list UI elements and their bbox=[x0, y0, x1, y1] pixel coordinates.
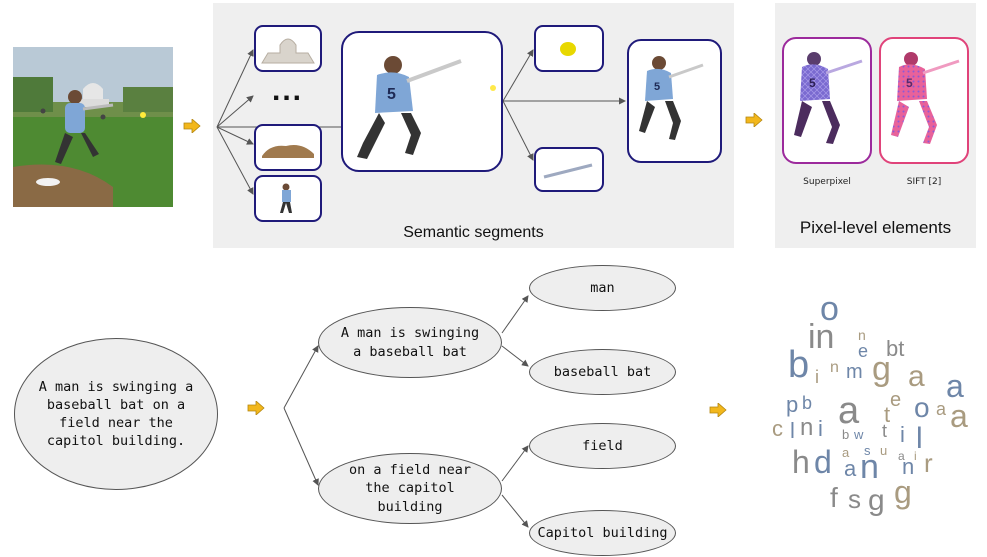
wc-letter: a bbox=[898, 449, 905, 463]
wc-letter: w bbox=[854, 427, 864, 442]
wc-letter: l bbox=[790, 418, 795, 443]
wc-letter: i bbox=[900, 422, 905, 447]
svg-text:5: 5 bbox=[809, 76, 816, 90]
wc-letter: n bbox=[800, 414, 814, 441]
yellow-arrow-icon bbox=[709, 403, 727, 417]
wc-letter: b bbox=[842, 427, 850, 442]
word-man-text: man bbox=[590, 280, 615, 296]
input-photo bbox=[13, 47, 173, 207]
wc-letter: h bbox=[792, 444, 810, 480]
wc-letter: u bbox=[880, 443, 888, 458]
superpixel-label: Superpixel bbox=[803, 177, 851, 187]
wc-letter: a bbox=[936, 399, 947, 419]
segment-batter-result: 5 bbox=[627, 39, 722, 163]
superpixel-box: 5 bbox=[782, 37, 872, 164]
wc-letter: i bbox=[815, 367, 819, 387]
pixel-level-caption: Pixel-level elements bbox=[799, 218, 952, 237]
segment-player bbox=[254, 175, 322, 222]
wc-letter: a bbox=[844, 456, 857, 481]
phrase-1-text: A man is swinging a baseball bat bbox=[340, 325, 480, 360]
sift-box: 5 bbox=[879, 37, 969, 164]
wc-letter: f bbox=[830, 482, 838, 513]
word-ellipse-field: field bbox=[529, 423, 676, 469]
word-capitol-text: Capitol building bbox=[537, 525, 668, 541]
segment-ball bbox=[534, 25, 604, 72]
svg-text:5: 5 bbox=[654, 81, 660, 93]
semantic-segments-caption: Semantic segments bbox=[403, 224, 544, 241]
word-bat-text: baseball bat bbox=[553, 364, 652, 380]
segment-bat bbox=[534, 147, 604, 192]
wc-letter: e bbox=[890, 389, 902, 411]
word-ellipse-man: man bbox=[529, 265, 676, 311]
wc-letter: i bbox=[914, 449, 917, 463]
phrase-2-text: on a field near the capitol building bbox=[349, 462, 471, 515]
sift-label: SIFT [2] bbox=[906, 177, 942, 187]
word-ellipse-baseball-bat: baseball bat bbox=[529, 349, 676, 395]
wc-letter: t bbox=[882, 421, 888, 441]
svg-text:5: 5 bbox=[387, 86, 396, 103]
wc-letter: s bbox=[848, 484, 861, 514]
yellow-arrow-icon bbox=[183, 119, 201, 133]
wc-letter: t bbox=[884, 402, 891, 427]
wc-letter: p bbox=[786, 392, 799, 417]
wc-letter: s bbox=[864, 443, 871, 458]
letter-word-cloud: o in n e bt b i g n m a a p b e a t o a … bbox=[760, 290, 980, 525]
segment-dirt bbox=[254, 124, 322, 171]
wc-letter: a bbox=[842, 445, 850, 460]
svg-text:5: 5 bbox=[906, 76, 913, 90]
wc-letter: c bbox=[772, 416, 783, 441]
word-ellipse-capitol: Capitol building bbox=[529, 510, 676, 556]
wc-letter: b bbox=[788, 344, 810, 386]
wc-letter: m bbox=[846, 361, 863, 383]
wc-letter: d bbox=[814, 444, 832, 480]
word-field-text: field bbox=[582, 438, 623, 454]
segment-batter-large: 5 bbox=[341, 31, 503, 172]
phrase-ellipse-1: A man is swinging a baseball bat bbox=[318, 307, 502, 378]
wc-letter: g bbox=[894, 474, 912, 510]
ellipsis: ... bbox=[272, 74, 304, 107]
wc-letter: a bbox=[838, 390, 860, 432]
wc-letter: g bbox=[872, 350, 891, 388]
wc-letter: l bbox=[916, 422, 923, 455]
yellow-arrow-icon bbox=[745, 113, 763, 127]
sentence-ellipse: A man is swinging a baseball bat on a fi… bbox=[14, 338, 218, 490]
wc-letter: a bbox=[908, 360, 925, 393]
wc-letter: o bbox=[820, 290, 839, 328]
wc-letter: e bbox=[858, 341, 869, 361]
wc-letter: n bbox=[860, 448, 879, 486]
wc-letter: b bbox=[802, 393, 813, 413]
yellow-arrow-icon bbox=[247, 401, 265, 415]
wc-letter: g bbox=[868, 484, 885, 517]
wc-letter: r bbox=[924, 448, 933, 478]
segment-capitol bbox=[254, 25, 322, 72]
wc-letter: in bbox=[808, 318, 835, 356]
wc-letter: n bbox=[902, 454, 915, 479]
wc-letter: i bbox=[818, 416, 823, 441]
wc-letter: a bbox=[950, 398, 968, 434]
wc-letter: o bbox=[914, 392, 930, 423]
wc-letter: n bbox=[830, 359, 839, 376]
wc-letter: a bbox=[946, 368, 964, 404]
wc-letter: n bbox=[858, 327, 866, 343]
wc-letter: bt bbox=[886, 336, 905, 361]
phrase-ellipse-2: on a field near the capitol building bbox=[318, 453, 502, 524]
sentence-text: A man is swinging a baseball bat on a fi… bbox=[38, 378, 194, 450]
